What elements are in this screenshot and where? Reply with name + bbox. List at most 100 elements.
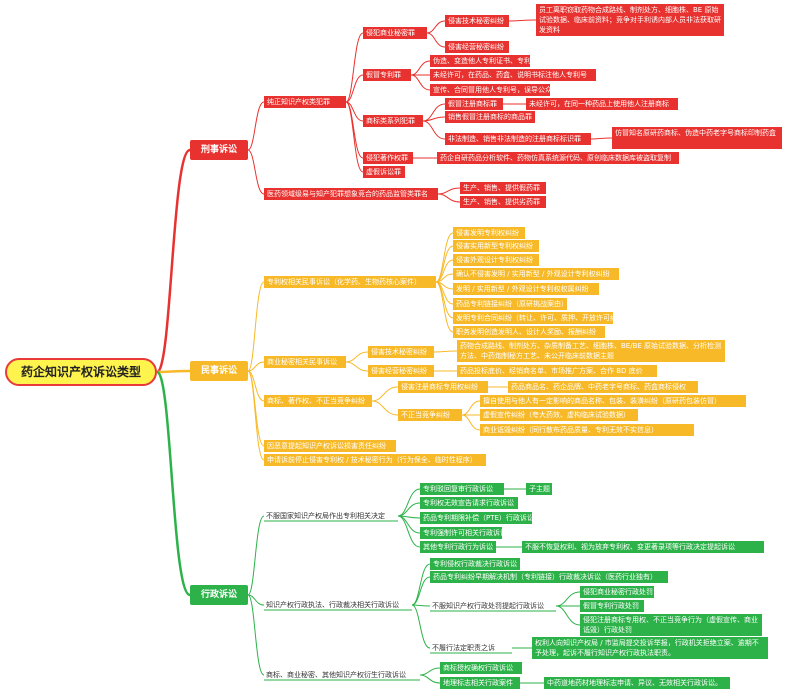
- admin-g1[interactable]: 不服国家知识产权局作出专利相关决定: [266, 512, 385, 520]
- criminal-branch-drug[interactable]: 医药领域级易与知产犯罪想象竞合的药品监管类罪名: [264, 188, 438, 200]
- root-topic[interactable]: 药企知识产权诉讼类型: [5, 358, 157, 386]
- admin-g1-item-1: 专利驳回复审行政诉讼: [420, 483, 504, 495]
- connector-copyright-crime: [345, 101, 364, 159]
- admin-g3-note: 中药道地药材地理标志申请、异议、无效相关行政诉讼。: [544, 677, 730, 689]
- civil-unfair[interactable]: 不正当竞争纠纷: [398, 409, 462, 421]
- civil-secret-biz[interactable]: 侵害经营秘密纠纷: [368, 365, 434, 377]
- patent-fake-item-2: 未经许可，在药品、药盒、说明书标注他人专利号: [430, 69, 596, 81]
- admin-g1-item-5: 其他专利行政行为诉讼: [420, 541, 496, 553]
- connector-patent-fake-item-3: [410, 74, 431, 91]
- civil-secret-biz-note: 药品投标底价、经销商名单、市场推广方案、合作 BD 底价: [457, 365, 657, 377]
- connector-civil-node: [156, 369, 191, 374]
- connector-admin-g1-item-2: [397, 502, 421, 517]
- connector-patent-fake-item-1: [410, 60, 431, 76]
- connector-criminal-branch-drug: [247, 149, 265, 195]
- admin-g1-item-2: 专利权无效宣告请求行政诉讼: [420, 497, 518, 509]
- criminal-node[interactable]: 刑事诉讼: [190, 140, 248, 160]
- connector-civil-patent-item-8: [435, 281, 454, 333]
- copyright-crime[interactable]: 侵犯著作权罪: [363, 152, 413, 164]
- admin-g2-item-1: 专利侵权行政裁决行政诉讼: [430, 558, 520, 570]
- connector-admin-g3-item-2: [419, 674, 441, 684]
- connector-trade-secret-business: [426, 32, 446, 48]
- connector-criminal-node: [155, 148, 192, 374]
- civil-tm[interactable]: 商标、著作权、不正当竞争纠纷: [264, 395, 372, 407]
- admin-g2-inaction-note: 权利人向知识产权局 / 市监局提交投诉举报，行政机关拒绝立案、逾期不予处理，起诉…: [532, 637, 768, 659]
- connector-civil-secret-tech: [345, 351, 369, 363]
- admin-g2[interactable]: 知识产权行政执法、行政裁决相关行政诉讼: [266, 601, 399, 609]
- trade-secret-crime[interactable]: 侵犯商业秘密罪: [363, 27, 427, 39]
- connector-admin-g2-inaction: [411, 604, 431, 649]
- connector-civil-preservation: [247, 370, 265, 461]
- civil-patent-item-4: 确认不侵害发明 / 实用新型 / 外观设计专利权纠纷: [453, 268, 619, 280]
- civil-unfair-item-1: 擅自使用与他人有一定影响的商品名称、包装、装潢纠纷（原研药包装仿冒）: [480, 395, 746, 407]
- trade-secret-tech[interactable]: 侵害技术秘密纠纷: [445, 15, 509, 27]
- civil-preservation[interactable]: 申请诉前停止侵害专利权 / 技术秘密行为（行为保全、临时性程序）: [264, 454, 486, 466]
- admin-g3-item-2: 地理标志相关行政案件: [440, 677, 520, 689]
- admin-g3[interactable]: 商标、商业秘密、其他知识产权衍生行政诉讼: [266, 671, 406, 679]
- civil-unfair-item-3: 商业诋毁纠纷（同行散布药品质量、专利无效不实信息）: [480, 424, 694, 436]
- patent-fake-item-1: 伪造、变造他人专利证书、专利文件: [430, 55, 530, 67]
- trademark-illegal-note: 仿冒知名原研药商标、伪造中药老字号商标印制药盒: [612, 127, 782, 149]
- admin-node[interactable]: 行政诉讼: [190, 585, 248, 605]
- connector-admin-g1-item-5: [397, 515, 421, 548]
- connector-criminal-branch-pure-ip: [247, 101, 265, 151]
- connector-trade-secret-tech: [426, 20, 446, 34]
- connector-patent-fake-crime: [345, 74, 364, 103]
- connector-civil-secret-tech-note: [433, 350, 458, 353]
- trademark-illegal[interactable]: 非法制造、销售非法制造的注册商标标识罪: [445, 133, 591, 145]
- admin-g2-punish-item-1: 侵犯商业秘密行政处罚: [580, 586, 654, 598]
- connector-admin-g2-punish-item-1: [555, 591, 581, 607]
- patent-fake-item-3: 宣传、合同冒用他人专利号，误导公众: [430, 84, 550, 96]
- connector-civil-unfair: [371, 400, 399, 416]
- connector-civil-unfair-item-3: [461, 414, 481, 431]
- civil-secret[interactable]: 商业秘密相关民事诉讼: [264, 356, 346, 368]
- civil-node[interactable]: 民事诉讼: [190, 361, 248, 381]
- civil-patent-item-5: 发明 / 实用新型 / 外观设计专利权权属纠纷: [453, 283, 599, 295]
- drug-crime-fake: 生产、销售、提供假药罪: [460, 182, 546, 194]
- trademark-crime[interactable]: 商标类系列犯罪: [363, 115, 423, 127]
- admin-g2-punish-item-3: 侵犯注册商标专用权、不正当竞争行为（虚假宣传、商业诋毁）行政处罚: [580, 614, 762, 636]
- connector-drug-crime-inferior: [437, 193, 461, 203]
- connector-admin-g1-item-1: [397, 488, 421, 517]
- civil-patent-item-2: 侵害实用新型专利权纠纷: [453, 240, 539, 252]
- connector-trade-secret-tech-note: [508, 19, 537, 22]
- civil-unfair-item-2: 虚假宣传纠纷（夸大药效、虚构临床试验数据）: [480, 409, 638, 421]
- drug-crime-inferior: 生产、销售、提供劣药罪: [460, 196, 546, 208]
- civil-secret-tech-note: 药物合成路线、制剂处方、杂质制备工艺、细胞株、BE/BE 原始试验数据、分析检测…: [457, 340, 725, 362]
- trade-secret-business[interactable]: 侵害经营秘密纠纷: [445, 41, 509, 53]
- civil-patent[interactable]: 专利权相关民事诉讼（化学药、生物药核心案件）: [264, 276, 436, 288]
- civil-malicious[interactable]: 因恶意提起知识产权诉讼损害责任纠纷: [264, 440, 396, 452]
- civil-tm-reg-note: 药品商品名、药企品牌、中药老字号商标、药盒商标侵权: [508, 381, 698, 393]
- connector-admin-g3: [247, 594, 265, 676]
- criminal-branch-pure-ip[interactable]: 纯正知识产权类犯罪: [264, 96, 346, 108]
- admin-g2-item-2: 药品专利纠纷早期解决机制（专利链接）行政裁决诉讼（医药行业独有）: [430, 571, 668, 583]
- copyright-note: 药企自研药品分析软件、药物仿真系统源代码、原创临床数据库被盗取复制: [437, 152, 679, 164]
- connector-drug-crime-fake: [437, 187, 461, 195]
- admin-g1-other-note: 不服不恢复权利、视为放弃专利权、变更著录项等行政决定提起诉讼: [522, 541, 764, 553]
- civil-patent-item-6: 药品专利链接纠纷（原研挑战案由）: [453, 298, 567, 310]
- admin-g2-punish-item-2: 假冒专利行政处罚: [580, 600, 644, 612]
- connector-trademark-illegal-note: [590, 137, 613, 140]
- trademark-fake[interactable]: 假冒注册商标罪: [445, 98, 503, 110]
- connector-false-suit-crime: [345, 101, 364, 173]
- connector-admin-g2: [247, 594, 265, 606]
- civil-patent-item-8: 职务发明创造发明人、设计人奖励、报酬纠纷: [453, 326, 605, 338]
- false-suit-crime[interactable]: 虚假诉讼罪: [363, 166, 405, 178]
- admin-g2-inaction[interactable]: 不履行法定职责之诉: [432, 644, 495, 652]
- connector-trademark-illegal: [422, 120, 446, 140]
- connector-admin-g2-item-1: [411, 563, 431, 606]
- connector-trademark-sell: [422, 116, 446, 122]
- trademark-fake-note: 未经许可，在同一种药品上使用他人注册商标: [526, 98, 678, 110]
- admin-g1-sub-note: 子主题: [526, 483, 552, 495]
- connector-admin-g2-punish: [411, 604, 431, 607]
- civil-secret-tech[interactable]: 侵害技术秘密纠纷: [368, 346, 434, 358]
- trademark-sell[interactable]: 销售假冒注册商标的商品罪: [445, 111, 535, 123]
- patent-fake-crime[interactable]: 假冒专利罪: [363, 69, 411, 81]
- civil-tm-reg[interactable]: 侵害注册商标专用权纠纷: [398, 381, 488, 393]
- connector-civil-tm-reg: [371, 386, 399, 402]
- connector-civil-secret: [247, 361, 265, 372]
- civil-patent-item-3: 侵害外观设计专利权纠纷: [453, 254, 539, 266]
- connector-trade-secret-crime: [345, 32, 364, 103]
- admin-g2-punish[interactable]: 不服知识产权行政处罚提起行政诉讼: [432, 602, 544, 610]
- connector-civil-patent: [247, 281, 265, 372]
